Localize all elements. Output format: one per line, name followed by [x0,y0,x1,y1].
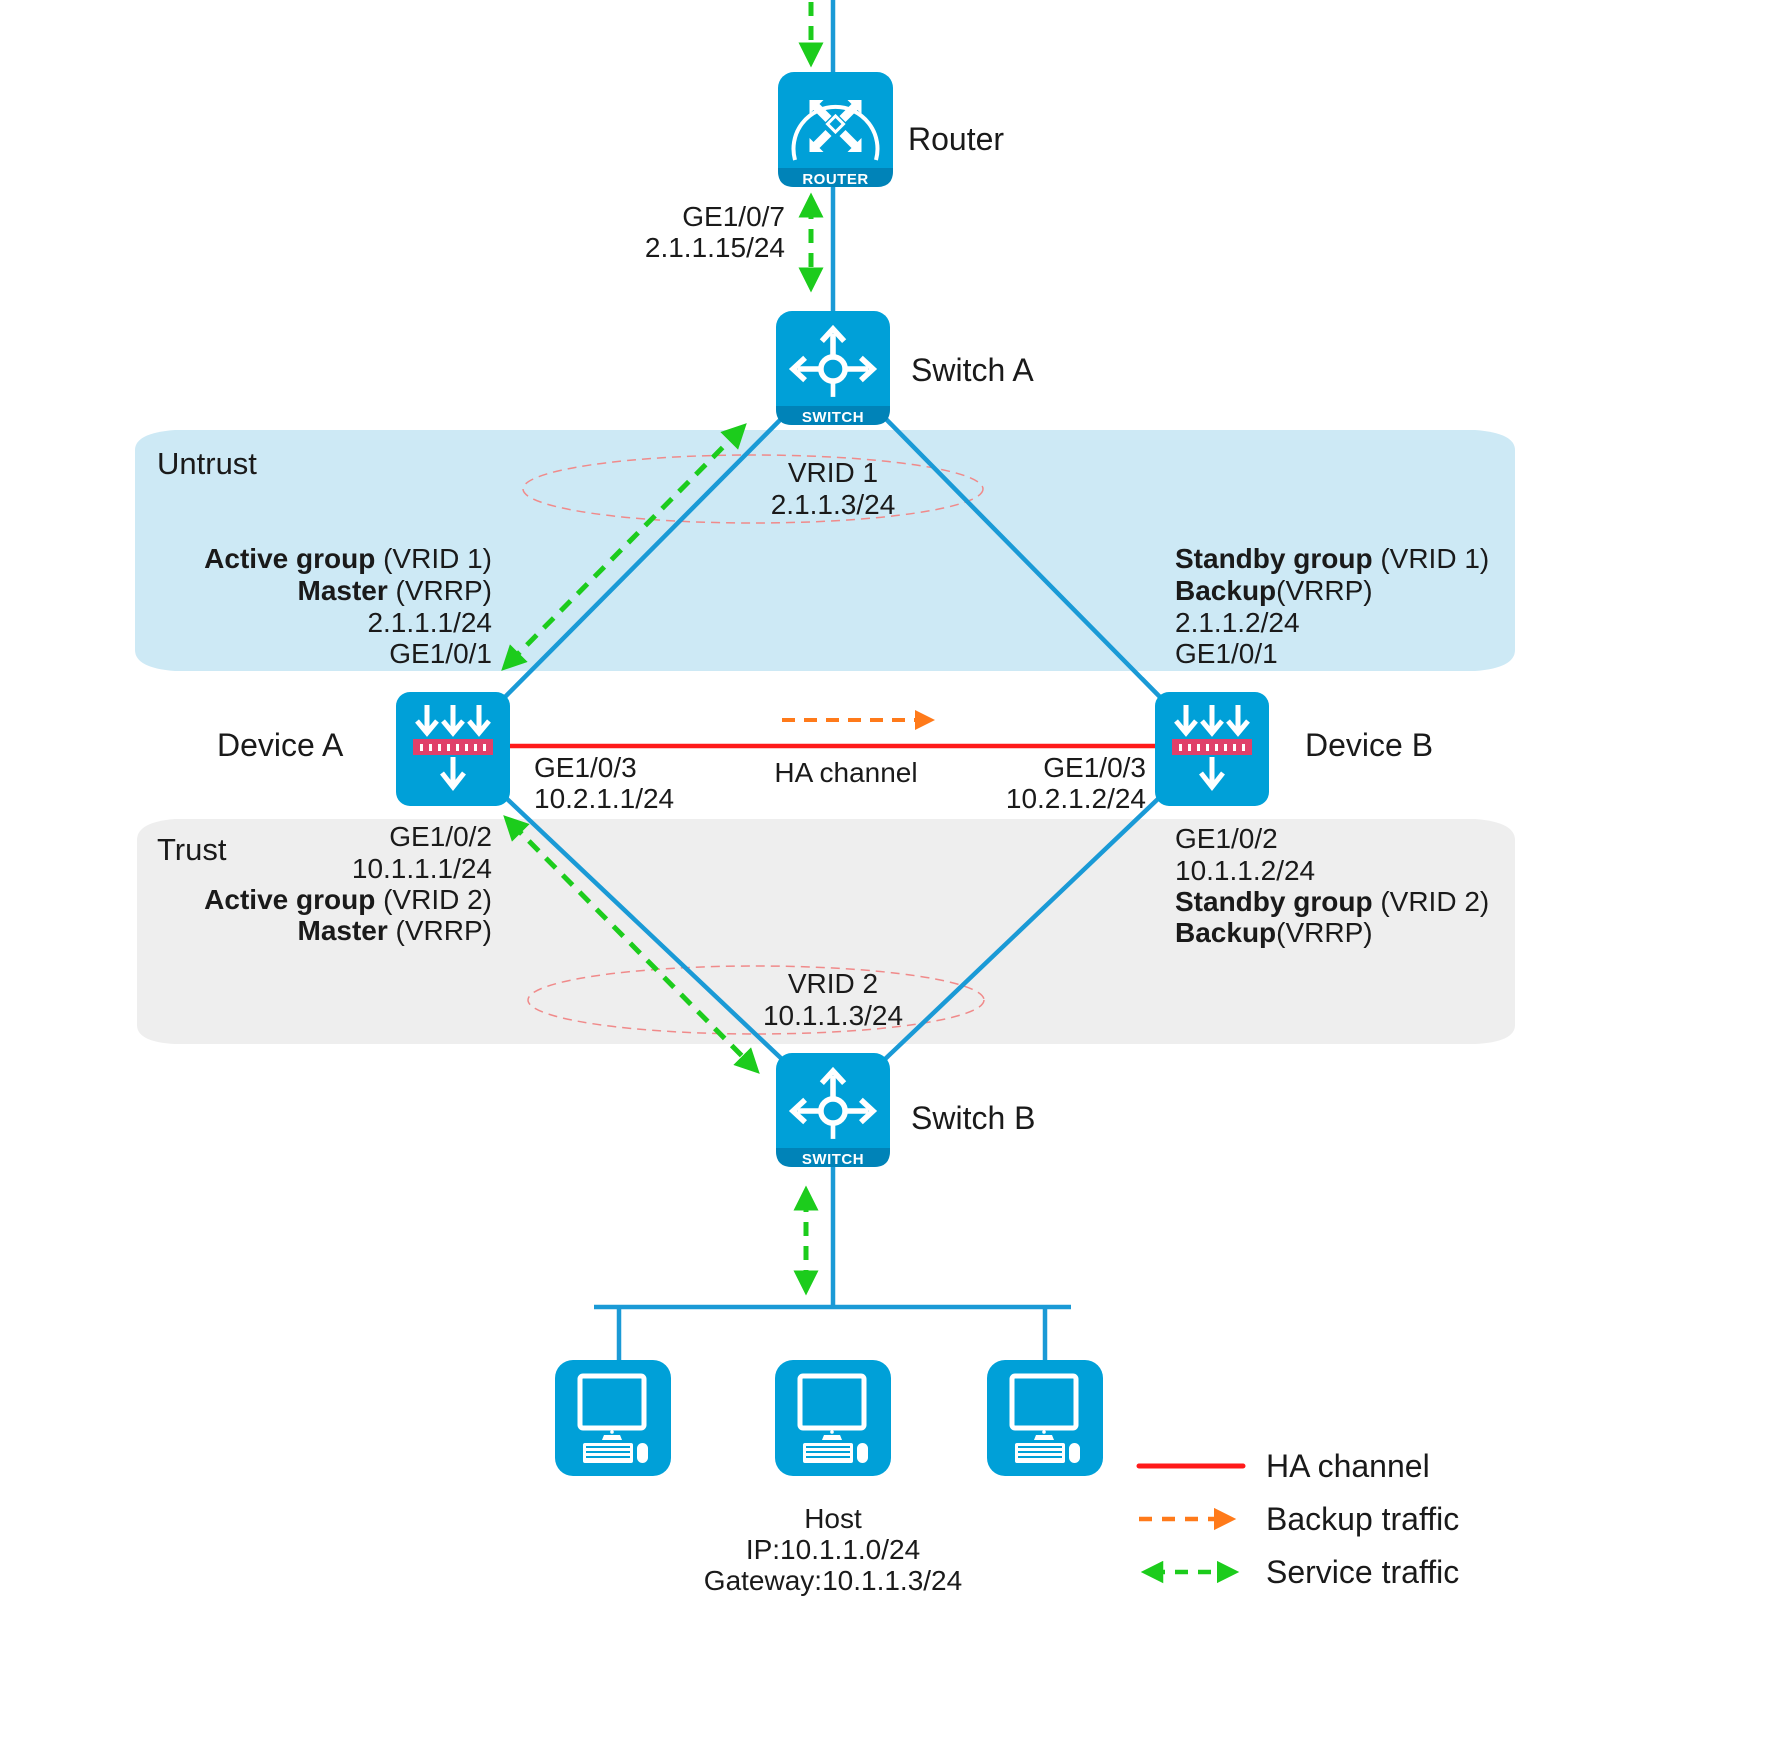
router-node[interactable]: ROUTER [778,72,893,188]
device-a-untrust-group: Active group (VRID 1) [204,543,492,574]
device-b-untrust-iface: GE1/0/1 [1175,638,1278,669]
device-a-trust-role: Master (VRRP) [298,915,493,946]
link-device-b-switch-b [880,795,1162,1064]
vrid2-name: VRID 2 [788,968,878,999]
device-b-untrust-role: Backup(VRRP) [1175,575,1373,606]
device-b-untrust-group: Standby group (VRID 1) [1175,543,1489,574]
device-a-untrust-role: Master (VRRP) [298,575,493,606]
trust-zone-label: Trust [157,832,227,867]
switch-a-node[interactable]: SWITCH [776,311,890,426]
router-port-ip: 2.1.1.15/24 [645,232,785,263]
router-label: Router [908,121,1004,157]
router-port-iface: GE1/0/7 [682,201,785,232]
switch-b-label: Switch B [911,1100,1035,1136]
device-a-trust-iface: GE1/0/2 [389,821,492,852]
vrid1-ip: 2.1.1.3/24 [771,489,896,520]
ha-a-ip: 10.2.1.1/24 [534,783,674,814]
trust-zone [137,819,1515,1044]
ha-a-iface: GE1/0/3 [534,752,637,783]
ha-b-ip: 10.2.1.2/24 [1006,783,1146,814]
service-traffic-arrow-untrust [501,423,747,671]
host-gateway: Gateway:10.1.1.3/24 [704,1565,962,1596]
router-caption: ROUTER [802,171,868,188]
host-pc-2[interactable] [775,1360,891,1476]
link-switch-a-device-b [880,413,1162,699]
ha-b-iface: GE1/0/3 [1043,752,1146,783]
device-a-untrust-ip: 2.1.1.1/24 [367,607,492,638]
device-b-trust-group: Standby group (VRID 2) [1175,886,1489,917]
service-traffic-arrow-trust [503,815,760,1074]
device-a-label: Device A [217,727,344,763]
device-a-trust-group: Active group (VRID 2) [204,884,492,915]
device-b-label: Device B [1305,727,1433,763]
legend-ha-label: HA channel [1266,1448,1430,1484]
untrust-zone [135,430,1515,671]
host-pc-3[interactable] [987,1360,1103,1476]
switch-a-caption: SWITCH [802,409,864,426]
legend-backup-label: Backup traffic [1266,1501,1459,1537]
legend: HA channel Backup traffic Service traffi… [1136,1448,1459,1590]
device-a-untrust-iface: GE1/0/1 [389,638,492,669]
device-b-trust-role: Backup(VRRP) [1175,917,1373,948]
host-label: Host [804,1503,862,1534]
device-a-node[interactable] [396,692,510,806]
device-b-node[interactable] [1155,692,1269,806]
switch-a-label: Switch A [911,352,1034,388]
host-pc-1[interactable] [555,1360,671,1476]
ha-channel-label: HA channel [774,757,917,788]
vrid1-name: VRID 1 [788,457,878,488]
legend-service-label: Service traffic [1266,1554,1459,1590]
router-icon [791,100,880,161]
host-ip: IP:10.1.1.0/24 [746,1534,920,1565]
switch-b-caption: SWITCH [802,1151,864,1168]
device-b-trust-iface: GE1/0/2 [1175,823,1278,854]
vrid2-ip: 10.1.1.3/24 [763,1000,903,1031]
switch-b-node[interactable]: SWITCH [776,1053,890,1168]
device-b-trust-ip: 10.1.1.2/24 [1175,855,1315,886]
untrust-zone-label: Untrust [157,446,257,481]
device-b-untrust-ip: 2.1.1.2/24 [1175,607,1300,638]
device-a-trust-ip: 10.1.1.1/24 [352,853,492,884]
